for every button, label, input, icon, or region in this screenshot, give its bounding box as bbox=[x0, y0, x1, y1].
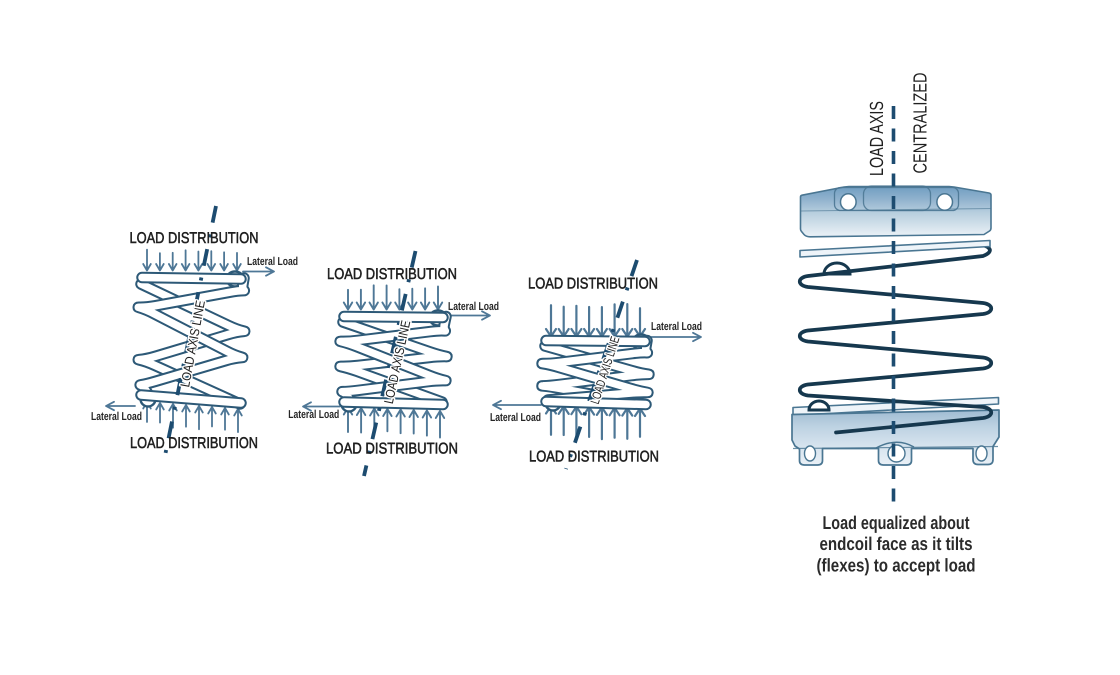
svg-text:LOAD AXIS: LOAD AXIS bbox=[867, 101, 888, 176]
svg-text:LOAD DISTRIBUTION: LOAD DISTRIBUTION bbox=[326, 441, 458, 458]
svg-text:LOAD DISTRIBUTION: LOAD DISTRIBUTION bbox=[130, 435, 258, 452]
svg-text:LOAD DISTRIBUTION: LOAD DISTRIBUTION bbox=[528, 276, 658, 293]
svg-text:Lateral Load: Lateral Load bbox=[651, 321, 702, 333]
svg-text:Load equalized about: Load equalized about bbox=[823, 512, 970, 533]
svg-text:CENTRALIZED: CENTRALIZED bbox=[911, 73, 932, 174]
svg-text:Lateral Load: Lateral Load bbox=[448, 301, 499, 313]
svg-text:(flexes) to accept load: (flexes) to accept load bbox=[817, 555, 976, 576]
svg-text:LOAD DISTRIBUTION: LOAD DISTRIBUTION bbox=[130, 230, 259, 247]
svg-text:LOAD DISTRIBUTION: LOAD DISTRIBUTION bbox=[529, 449, 659, 466]
svg-text:Lateral Load: Lateral Load bbox=[91, 411, 142, 423]
svg-text:Lateral Load: Lateral Load bbox=[288, 409, 339, 421]
svg-text:Lateral Load: Lateral Load bbox=[247, 256, 298, 268]
svg-text:Lateral Load: Lateral Load bbox=[490, 412, 541, 424]
svg-text:LOAD DISTRIBUTION: LOAD DISTRIBUTION bbox=[327, 266, 457, 283]
svg-text:endcoil face as it tilts: endcoil face as it tilts bbox=[820, 533, 973, 554]
